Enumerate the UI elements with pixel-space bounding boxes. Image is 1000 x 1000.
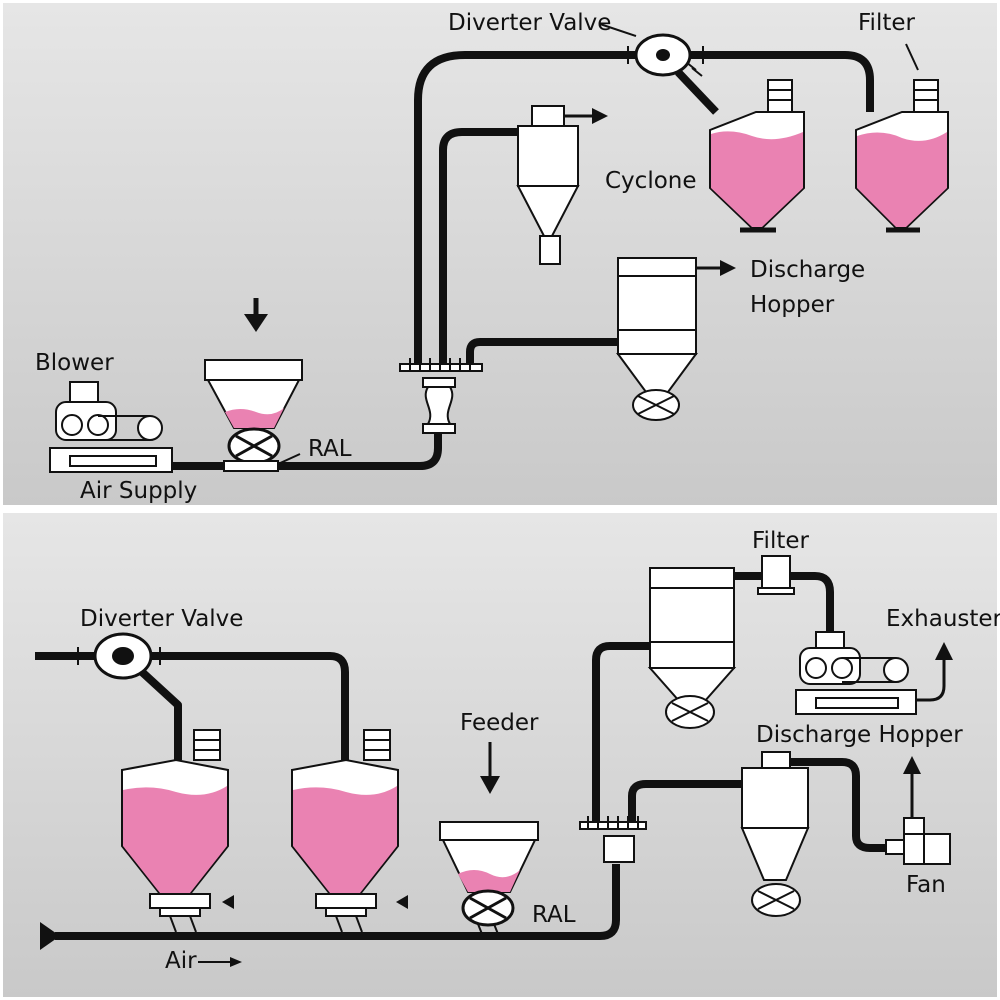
top-panel: Diverter Valve Filter Cyclone Discharge … <box>3 3 997 505</box>
pipe-to-cyclone <box>439 128 518 366</box>
silo-bottom-1 <box>121 729 229 933</box>
exhauster <box>795 631 917 715</box>
silo-bottom-2 <box>291 729 399 933</box>
silo-2-air-arrow <box>396 895 408 909</box>
label-air-supply: Air Supply <box>80 478 197 504</box>
top-pipes <box>172 51 874 470</box>
discharge-vent-arrow <box>696 260 736 276</box>
silo-2 <box>855 79 949 233</box>
silo-1-air-arrow <box>222 895 234 909</box>
label-exhauster: Exhauster <box>886 606 1000 632</box>
pipe-filter-to-exhauster <box>734 572 834 634</box>
pipe-to-filter-receiver <box>592 642 650 826</box>
diverter-valve <box>634 33 692 77</box>
pipe-diverter-to-silo-2 <box>150 652 349 760</box>
label-filter-top: Filter <box>858 10 916 36</box>
label-diverter-valve-top: Diverter Valve <box>448 10 611 36</box>
cyclone <box>516 105 580 265</box>
label-cyclone: Cyclone <box>605 168 697 194</box>
feeder-hopper-bottom <box>439 821 539 935</box>
top-panel-background <box>3 3 997 505</box>
label-discharge: Discharge <box>750 257 865 283</box>
label-diverter-valve-bottom: Diverter Valve <box>80 606 243 632</box>
panel-divider <box>0 505 1000 513</box>
fan-outlet-arrow <box>903 756 921 818</box>
air-line <box>55 864 620 940</box>
pipe-to-cyclone-bottom <box>628 780 742 826</box>
feed-arrow-bottom <box>480 742 500 794</box>
fan <box>885 817 951 865</box>
pipe-cyclone-to-fan <box>790 758 888 852</box>
exhauster-vent-pipe <box>915 658 946 702</box>
air-line-inlet-arrowhead <box>40 922 60 950</box>
air-direction-arrow <box>198 957 242 967</box>
discharge-hopper-top <box>616 257 698 421</box>
label-hopper: Hopper <box>750 292 835 318</box>
label-filter-bottom: Filter <box>752 528 810 554</box>
cyclone-vent-arrow <box>564 108 608 124</box>
blower <box>49 381 173 473</box>
label-ral-bottom: RAL <box>532 902 576 928</box>
label-ral-top: RAL <box>308 436 352 462</box>
bottom-labels: Filter Exhauster Diverter Valve Feeder D… <box>80 528 1000 974</box>
filter-receiver <box>647 567 737 729</box>
label-blower: Blower <box>35 350 114 376</box>
feed-arrow-top <box>244 298 268 332</box>
pipe-manifold <box>399 358 483 434</box>
top-labels: Diverter Valve Filter Cyclone Discharge … <box>35 10 919 504</box>
exhauster-vent-arrowhead <box>935 642 953 660</box>
label-feeder: Feeder <box>460 710 539 736</box>
bottom-panel: Filter Exhauster Diverter Valve Feeder D… <box>3 513 1000 997</box>
pipe-manifold-bottom <box>579 816 647 863</box>
pipe-diverter-to-silo <box>675 69 719 115</box>
riser-pipe-to-diverter <box>414 51 635 366</box>
silo-1 <box>709 79 805 233</box>
label-discharge-hopper: Discharge Hopper <box>756 722 963 748</box>
air-supply-pipe <box>172 434 442 470</box>
feeder-hopper-top <box>204 359 303 472</box>
cyclone-bottom <box>740 751 810 917</box>
filter-box <box>757 555 795 595</box>
pipe-diverter-to-filter <box>690 51 874 112</box>
label-air: Air <box>165 948 197 974</box>
pipe-to-discharge-hopper <box>466 338 618 366</box>
label-fan: Fan <box>906 872 946 898</box>
diverter-valve-bottom <box>77 632 165 691</box>
